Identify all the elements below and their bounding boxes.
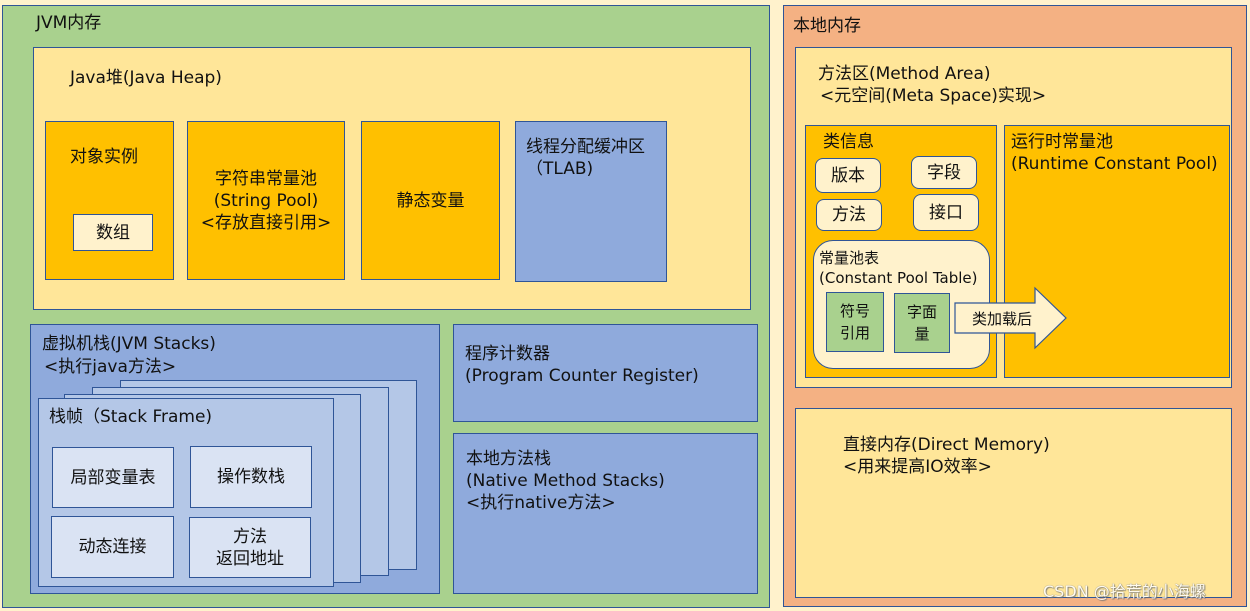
cpt-title: 常量池表: [819, 249, 880, 267]
direct-memory: 直接内存(Direct Memory) <用来提高IO效率>: [795, 408, 1232, 598]
method-area-title: 方法区(Method Area): [818, 64, 991, 84]
heap-title: Java堆(Java Heap): [70, 68, 222, 88]
array-box: 数组: [73, 214, 153, 251]
tlab-label: 线程分配缓冲区 （TLAB): [526, 137, 645, 179]
string-pool: 字符串常量池 (String Pool) <存放直接引用>: [187, 121, 345, 280]
watermark: CSDN @拾荒的小海螺: [1043, 582, 1206, 601]
static-vars: 静态变量: [361, 121, 500, 280]
direct-title: 直接内存(Direct Memory): [843, 435, 1050, 455]
runtime-pool-title: 运行时常量池: [1011, 132, 1113, 152]
pc-subtitle: (Program Counter Register): [465, 366, 699, 386]
native-title: 本地方法栈: [466, 449, 551, 469]
stacks-title: 虚拟机栈(JVM Stacks): [42, 334, 216, 354]
cpt-subtitle: (Constant Pool Table): [819, 269, 978, 287]
field-box: 字段: [911, 156, 977, 189]
object-label: 对象实例: [70, 147, 138, 167]
direct-subtitle: <用来提高IO效率>: [843, 457, 992, 477]
symbolic-reference: 符号 引用: [826, 292, 884, 352]
arrow-label: 类加载后: [972, 310, 1033, 328]
object-instance: 对象实例: [45, 121, 174, 280]
arrow-icon: [954, 286, 1067, 350]
method-area-subtitle: <元空间(Meta Space)实现>: [820, 86, 1047, 106]
native-note: <执行native方法>: [466, 493, 616, 513]
class-info-title: 类信息: [823, 132, 874, 152]
return-address: 方法 返回地址: [189, 517, 311, 578]
local-variable-table: 局部变量表: [52, 447, 174, 508]
version-box: 版本: [815, 158, 881, 193]
method-box: 方法: [816, 199, 882, 231]
operand-stack: 操作数栈: [190, 446, 312, 508]
frame-title: 栈帧（Stack Frame): [49, 407, 213, 427]
runtime-pool-subtitle: (Runtime Constant Pool): [1011, 154, 1218, 174]
native-method-stacks: 本地方法栈 (Native Method Stacks) <执行native方法…: [453, 433, 758, 594]
native-subtitle: (Native Method Stacks): [466, 471, 665, 491]
dynamic-linking: 动态连接: [51, 516, 174, 578]
stacks-subtitle: <执行java方法>: [44, 357, 177, 377]
jvm-title: JVM内存: [36, 13, 102, 33]
tlab: 线程分配缓冲区 （TLAB): [515, 121, 667, 282]
pc-title: 程序计数器: [465, 344, 550, 364]
literal: 字面 量: [894, 293, 950, 353]
program-counter: 程序计数器 (Program Counter Register): [453, 324, 758, 422]
native-memory-title: 本地内存: [793, 16, 861, 36]
interface-box: 接口: [913, 194, 979, 231]
